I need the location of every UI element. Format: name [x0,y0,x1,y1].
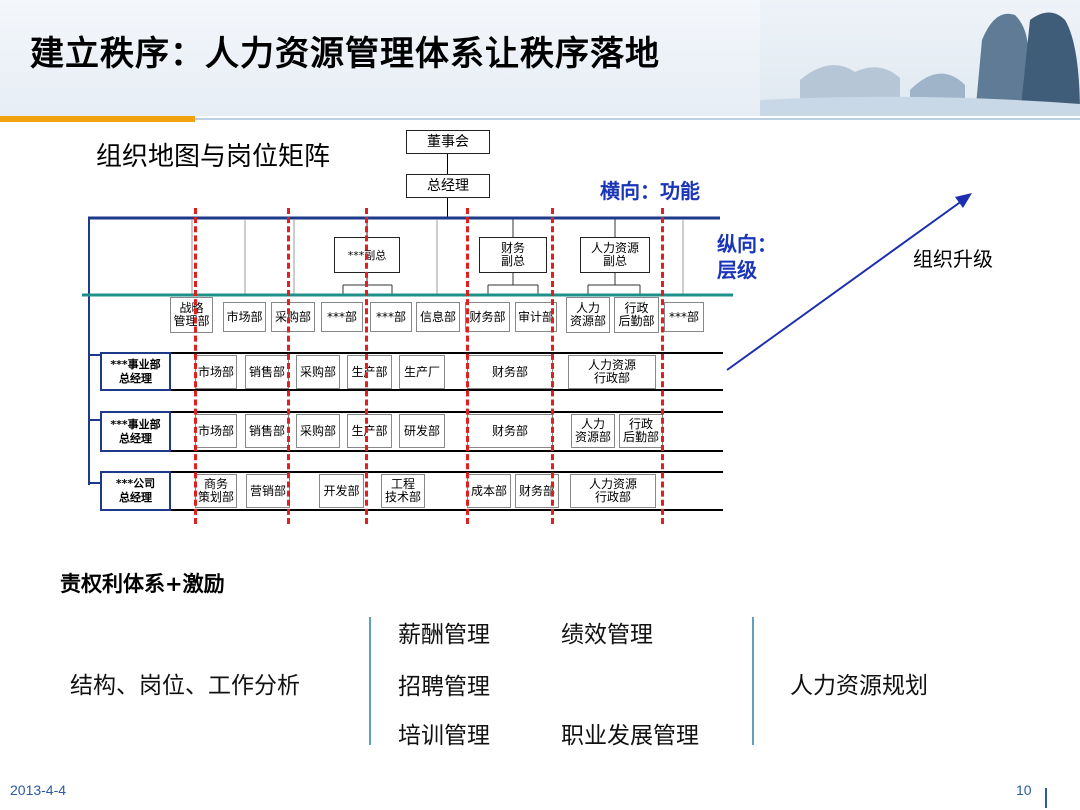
red-dashed-column [466,208,469,524]
r1-production: 生产部 [347,355,392,389]
hq-dept-audit: 审计部 [515,302,557,332]
dept-label: 行政部 [594,490,631,504]
red-dashed-column [661,208,664,524]
head-label: 总经理 [119,431,152,445]
hq-dept-generic-2: ***部 [370,302,412,332]
salary-mgmt-text: 薪酬管理 [398,622,490,648]
header-divider [195,118,1080,120]
vertical-axis-label-1: 纵向： [717,232,777,256]
dept-label: 商务 [203,477,228,491]
dept-label: 人力 [580,417,605,431]
dept-label: 策划部 [197,490,234,504]
red-dashed-column [365,208,368,524]
recruitment-mgmt-text: 招聘管理 [398,674,490,700]
dept-label: 管理部 [173,314,210,328]
r3-engineering: 工程 技术部 [381,474,425,508]
page-title: 建立秩序：人力资源管理体系让秩序落地 [30,34,660,74]
hq-dept-admin: 行政 后勤部 [614,297,659,333]
division-row-1 [100,352,723,391]
hq-dept-info: 信息部 [416,302,460,332]
horizontal-axis-label: 横向：功能 [600,179,700,203]
hq-dept-purchase: 采购部 [271,302,315,332]
dept-label: 人力资源 [587,358,636,372]
red-dashed-column [194,208,197,524]
r2-purchase: 采购部 [296,414,340,448]
header-banner: 建立秩序：人力资源管理体系让秩序落地 [0,0,1080,116]
dept-label: 人力资源 [588,477,637,491]
r2-finance: 财务部 [467,414,553,448]
dept-label: 战略 [179,301,204,315]
footer-date: 2013-4-4 [10,782,67,798]
r1-market: 市场部 [195,355,237,389]
head-label: 总经理 [119,491,152,504]
r3-hr-admin: 人力资源 行政部 [570,474,656,508]
hq-dept-strategy: 战略 管理部 [170,297,213,333]
vp-hr-line2: 副总 [602,254,627,268]
r2-market: 市场部 [195,414,237,448]
gm-node: 总经理 [406,174,490,198]
hq-dept-generic-3: ***部 [664,302,704,332]
vp-node-hr: 人力资源 副总 [580,237,650,273]
vp-finance-line2: 副总 [500,254,525,268]
hq-dept-market: 市场部 [223,302,266,332]
orange-accent-bar [0,116,195,122]
dept-label: 资源部 [569,314,606,328]
section-title-rights: 责权利体系+激励 [60,572,225,596]
hq-dept-finance: 财务部 [465,302,510,332]
red-dashed-column [287,208,290,524]
dept-label: 行政 [628,417,653,431]
division-head-3: ***公司 总经理 [100,471,171,511]
r3-cost: 成本部 [467,474,511,508]
footer-page-number: 10 [1016,782,1032,798]
dept-label: 行政 [624,301,649,315]
hq-dept-hr: 人力 资源部 [566,297,610,333]
r2-production: 生产部 [347,414,392,448]
r2-sales: 销售部 [245,414,289,448]
section-title-org-map: 组织地图与岗位矩阵 [96,142,331,172]
r1-finance: 财务部 [467,355,553,389]
head-label: ***事业部 [110,417,161,431]
structure-analysis-text: 结构、岗位、工作分析 [70,673,300,699]
head-label: ***公司 [115,477,156,490]
r1-sales: 销售部 [245,355,289,389]
hq-dept-generic-1: ***部 [321,302,363,332]
r1-factory: 生产厂 [399,355,445,389]
r1-purchase: 采购部 [296,355,340,389]
red-dashed-column [551,208,554,524]
connector-gm-bus [447,198,448,218]
division-head-2: ***事业部 总经理 [100,411,171,452]
hr-planning-text: 人力资源规划 [790,673,928,699]
landscape-decoration [760,0,1080,116]
division-row-3 [100,471,723,511]
r1-hr-admin: 人力资源 行政部 [568,355,656,389]
board-node: 董事会 [406,130,490,154]
connector-board-gm [447,154,448,174]
r3-biz-planning: 商务 策划部 [195,474,237,508]
division-row-2 [100,411,723,452]
org-upgrade-label: 组织升级 [913,247,993,271]
dept-label: 人力 [575,301,600,315]
vp-finance-line1: 财务 [500,241,525,255]
vp-node-finance: 财务 副总 [479,237,547,273]
head-label: 总经理 [119,371,152,385]
division-head-1: ***事业部 总经理 [100,352,171,391]
career-mgmt-text: 职业发展管理 [561,723,699,749]
r3-development: 开发部 [319,474,364,508]
r2-rnd: 研发部 [399,414,445,448]
dept-label: 后勤部 [622,430,659,444]
dept-label: 技术部 [384,490,421,504]
performance-mgmt-text: 绩效管理 [561,622,653,648]
r2-hr: 人力 资源部 [571,414,615,448]
r2-admin: 行政 后勤部 [619,414,663,448]
dept-label: 行政部 [593,371,630,385]
training-mgmt-text: 培训管理 [398,723,490,749]
dept-label: 后勤部 [618,314,655,328]
head-label: ***事业部 [110,357,161,371]
dept-label: 资源部 [574,430,611,444]
vertical-axis-label-2: 层级 [717,258,757,282]
r3-marketing: 营销部 [246,474,290,508]
vp-hr-line1: 人力资源 [590,241,639,255]
dept-label: 工程 [390,477,415,491]
